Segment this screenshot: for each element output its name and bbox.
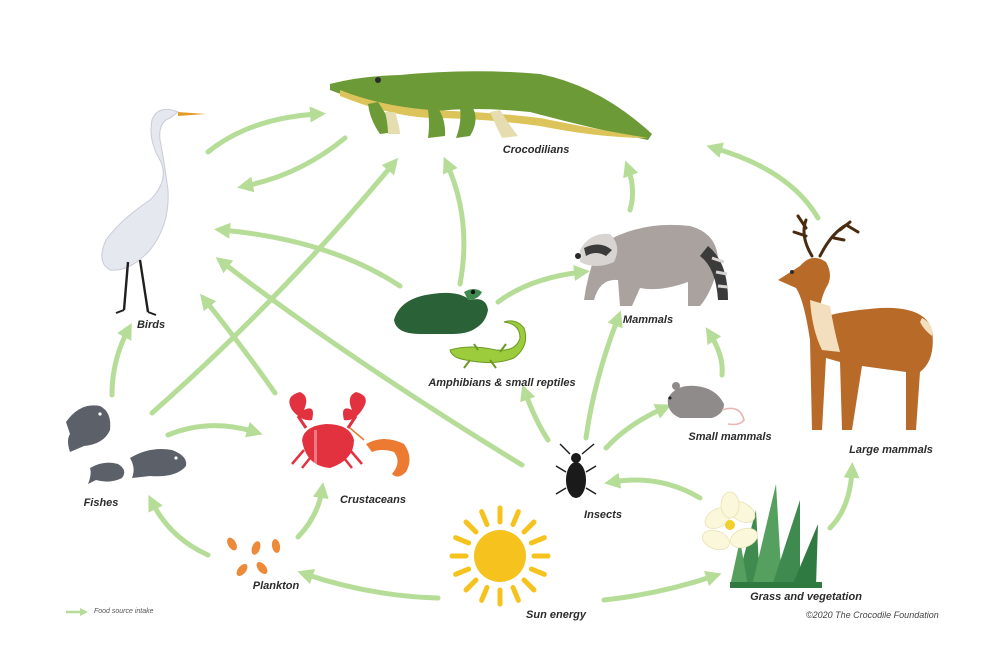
sun-ray	[479, 509, 490, 528]
label-plankton: Plankton	[252, 580, 300, 592]
label-fishes: Fishes	[83, 497, 119, 509]
arrow-grass-to-insect	[604, 472, 703, 501]
arrows	[109, 106, 860, 603]
crocodile-icon	[330, 71, 652, 140]
arrow-fish-to-crab	[165, 421, 263, 438]
grass-icon	[702, 484, 822, 588]
rat-icon	[667, 382, 745, 426]
shrimp-icon	[349, 427, 410, 477]
label-small-mammals: Small mammals	[688, 431, 772, 443]
label-sun-energy: Sun energy	[526, 609, 586, 621]
arrow-sun-to-grass	[601, 570, 722, 603]
sun-ray	[510, 509, 521, 528]
arrow-frog-to-croc	[442, 156, 467, 287]
arrow-insect-to-mammal	[583, 310, 623, 441]
fishes-icon	[66, 405, 187, 484]
label-crocodilians: Crocodilians	[502, 144, 570, 156]
label-birds: Birds	[136, 319, 166, 331]
sun-ray	[528, 566, 547, 577]
sun-ray	[463, 519, 479, 535]
deer-icon	[778, 214, 933, 430]
sun-ray	[510, 584, 521, 603]
arrow-insect-to-smallmammal	[603, 403, 672, 451]
sun-ray	[479, 584, 490, 603]
legend-label: Food source intake	[94, 608, 154, 615]
sun-ray	[463, 577, 479, 593]
plankton-icon	[227, 537, 281, 576]
arrow-deer-to-croc	[706, 142, 821, 221]
arrow-mammal-to-croc	[623, 160, 639, 213]
arrow-sun-to-plankton	[297, 568, 441, 601]
arrow-bird-to-croc	[205, 106, 326, 155]
sun-icon	[449, 505, 551, 607]
raccoon-icon	[575, 224, 729, 306]
arrow-smallmammal-to-mammal	[705, 327, 725, 378]
arrow-plankton-to-fish	[148, 494, 211, 558]
sun-ray	[528, 535, 547, 546]
sun-ray	[521, 519, 537, 535]
label-insects: Insects	[584, 509, 622, 521]
arrow-plankton-to-crab	[295, 482, 329, 540]
label-amphibians: Amphibians & small reptiles	[428, 377, 576, 389]
arrow-insect-to-bird	[215, 257, 525, 468]
arrow-insect-to-frog	[520, 384, 551, 443]
arrow-frog-to-mammal	[495, 264, 590, 305]
arrow-crab-to-bird	[200, 293, 278, 396]
arrow-fish-to-croc	[149, 157, 399, 416]
frog-icon	[394, 289, 488, 334]
arrow-croc-to-bird	[237, 135, 348, 193]
lizard-icon	[449, 320, 527, 369]
sun-ray	[521, 577, 537, 593]
crab-icon	[289, 392, 366, 469]
label-large-mammals: Large mammals	[849, 444, 933, 456]
sun-ray	[453, 535, 472, 546]
sun-ray	[453, 566, 472, 577]
insect-icon	[555, 443, 597, 498]
copyright: ©2020 The Crocodile Foundation	[806, 610, 939, 620]
label-mammals: Mammals	[622, 314, 674, 326]
label-crustaceans: Crustaceans	[339, 494, 407, 506]
egret-icon	[101, 108, 206, 316]
arrow-fish-to-bird	[109, 322, 132, 398]
arrow-frog-to-bird	[214, 222, 403, 289]
label-grass: Grass and vegetation	[750, 591, 862, 603]
arrow-grass-to-deer	[827, 462, 860, 531]
